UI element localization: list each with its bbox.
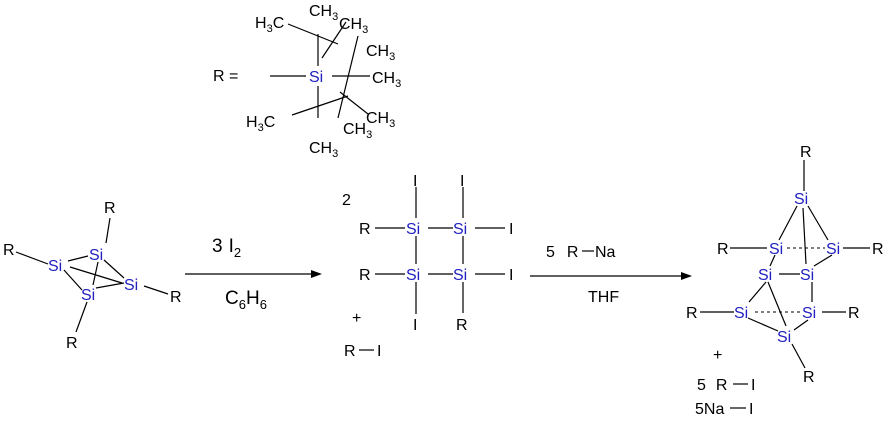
step2-arrowhead xyxy=(681,272,692,280)
methyl-right-middle: CH3 xyxy=(372,70,401,90)
byproduct-r: R xyxy=(344,343,356,360)
cyclotetrasilane: 2 Si Si Si Si R R R I I I I I + R I xyxy=(342,173,513,360)
methyl-right-lower: CH3 xyxy=(366,110,395,130)
cluster-si-bottom: Si xyxy=(777,329,791,346)
byproduct-nai-i: I xyxy=(749,401,753,418)
cluster-si-upper-right: Si xyxy=(826,241,840,258)
step2-solvent: THF xyxy=(588,289,619,306)
product-plus: + xyxy=(713,347,722,364)
tetrahedrane-si-right: Si xyxy=(124,277,138,294)
methyl-bottom-right: CH3 xyxy=(343,121,372,141)
cluster-r-lower-left: R xyxy=(686,305,698,322)
cluster-r-bottom: R xyxy=(803,369,815,386)
cyclo-i-right-top: I xyxy=(509,221,513,238)
cyclo-i-top-left: I xyxy=(413,173,417,190)
tetrahedrane-r-left: R xyxy=(3,242,15,259)
cluster-si-apex: Si xyxy=(794,191,808,208)
tetrahedrane-r-right: R xyxy=(170,289,182,306)
cluster-r-upper-left: R xyxy=(717,241,729,258)
methyl-top-left: H3C xyxy=(255,15,284,35)
tetrahedrane-si-top: Si xyxy=(89,247,103,264)
cyclo-bonds xyxy=(375,187,505,314)
methyl-bottom: CH3 xyxy=(309,140,338,160)
step2-reagent-na: Na xyxy=(595,244,616,261)
cluster-si-middle-right: Si xyxy=(800,267,814,284)
cyclo-r-bottom: R xyxy=(456,317,468,334)
cluster-si-upper-left: Si xyxy=(769,241,783,258)
step1-arrowhead xyxy=(311,270,322,278)
methyl-bottom-left: H3C xyxy=(246,114,275,134)
tetrahedrane-si-left: Si xyxy=(48,258,62,275)
cluster-bonds xyxy=(700,160,870,369)
cyclo-r-left-bottom: R xyxy=(359,267,371,284)
methyl-top: CH3 xyxy=(309,3,338,23)
tetrahedrane-si-bottom: Si xyxy=(81,287,95,304)
cyclo-si-top-left: Si xyxy=(406,221,420,238)
tetrahedrane-r-bottom: R xyxy=(66,335,78,352)
tetrasilatetrahedrane: Si Si Si Si R R R R xyxy=(3,200,182,352)
methyl-top-right: CH3 xyxy=(339,16,368,36)
byproduct-nai: 5Na xyxy=(695,401,724,418)
tetrahedrane-r-top: R xyxy=(104,200,116,217)
r-equals-label: R = xyxy=(213,68,238,85)
cyclo-i-bottom: I xyxy=(413,317,417,334)
cyclo-i-top-right: I xyxy=(460,173,464,190)
cyclo-si-top-right: Si xyxy=(453,221,467,238)
cluster-si-middle-left: Si xyxy=(758,267,772,284)
cluster-r-upper-right: R xyxy=(872,241,884,258)
cyclo-r-left-top: R xyxy=(359,221,371,238)
r-structure-bonds xyxy=(270,21,370,119)
byproduct-i: I xyxy=(377,343,381,360)
tetrahedrane-bonds xyxy=(15,217,169,333)
cyclo-si-bottom-left: Si xyxy=(406,267,420,284)
cyclo-plus: + xyxy=(352,310,361,327)
cluster-si-lower-right: Si xyxy=(802,305,816,322)
r-definition: R = Si CH3 H3C CH3 CH3 CH3 CH3 H3C CH3 C… xyxy=(213,3,401,160)
step1-solvent: C6H6 xyxy=(225,288,267,312)
cluster-r-lower-right: R xyxy=(848,305,860,322)
cluster-r-top: R xyxy=(800,144,812,161)
r-si-atom: Si xyxy=(309,69,323,86)
cyclo-coefficient: 2 xyxy=(342,192,351,209)
methyl-right-upper: CH3 xyxy=(366,43,395,63)
byproduct-ri-i: I xyxy=(751,377,755,394)
cyclo-i-right-bottom: I xyxy=(509,267,513,284)
cyclo-si-bottom-right: Si xyxy=(453,267,467,284)
cluster-si-lower-left: Si xyxy=(734,305,748,322)
